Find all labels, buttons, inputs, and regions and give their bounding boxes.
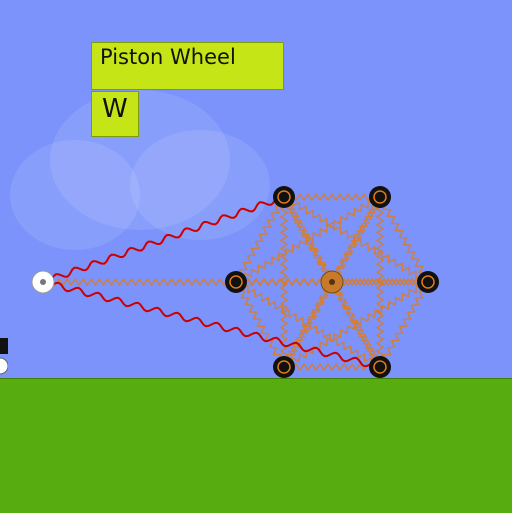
background-cloud: [130, 130, 270, 240]
node-joint: [277, 190, 291, 204]
background-cloud: [10, 140, 140, 250]
wheel-node: [273, 356, 295, 378]
spring-frame: [42, 192, 429, 372]
ground: [0, 378, 512, 513]
spring-strut: [378, 281, 429, 368]
control-key-label: W: [91, 91, 139, 137]
wheel-node: [369, 186, 391, 208]
spring-strut: [279, 196, 289, 368]
spring-strut: [375, 196, 385, 368]
side-widget-wheel: [0, 357, 8, 375]
side-widget: [0, 338, 8, 375]
spring-strut: [283, 196, 429, 284]
wheel-node: [225, 271, 247, 293]
spring-strut: [235, 277, 333, 287]
node-joint: [373, 360, 387, 374]
spring-strut: [42, 277, 237, 287]
spring-strut: [331, 196, 382, 283]
background-cloud: [50, 90, 230, 230]
spring-strut: [283, 192, 381, 202]
spring-strut: [282, 281, 333, 368]
spring-strut: [283, 196, 334, 283]
rope-link: [42, 194, 285, 285]
rope-links: [42, 194, 381, 368]
node-joint: [229, 275, 243, 289]
wheel-node: [273, 186, 295, 208]
spring-strut: [235, 195, 381, 283]
wheel-nodes: [31, 186, 439, 378]
spring-strut: [330, 281, 381, 368]
spring-strut: [234, 196, 285, 283]
rope-link: [42, 281, 381, 368]
node-joint: [373, 190, 387, 204]
node-joint: [277, 360, 291, 374]
level-title: Piston Wheel: [91, 42, 284, 90]
anchor-center: [40, 279, 46, 285]
spring-strut: [235, 280, 381, 368]
side-widget-block: [0, 338, 8, 354]
wheel-node: [417, 271, 439, 293]
spring-strut: [331, 277, 429, 287]
spring-strut: [235, 281, 286, 368]
spring-strut: [283, 362, 381, 372]
hub-center: [329, 279, 335, 285]
wheel-node: [369, 356, 391, 378]
spring-strut: [378, 196, 429, 283]
node-joint: [421, 275, 435, 289]
